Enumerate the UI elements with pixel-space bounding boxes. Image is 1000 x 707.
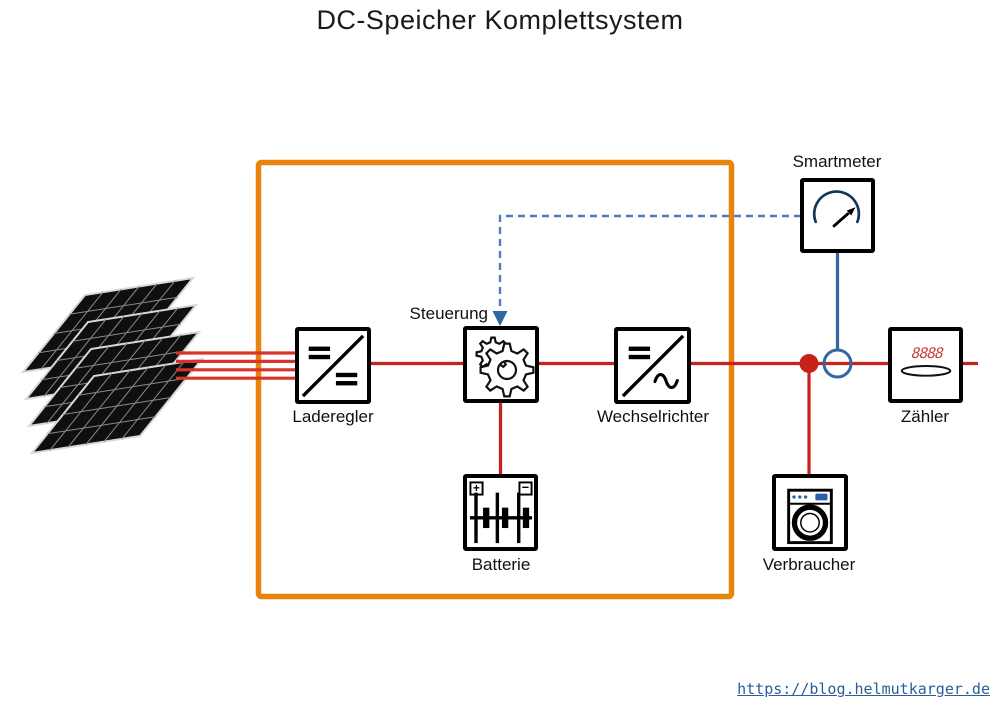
laderegler-label: Laderegler: [292, 407, 374, 426]
dc-dc-converter-icon: [301, 334, 365, 397]
gauge-icon: [812, 189, 860, 228]
steuerung-label: Steuerung: [409, 304, 488, 323]
verbraucher-label: Verbraucher: [762, 555, 856, 574]
zaehler-label: Zähler: [900, 407, 950, 426]
signal-arrowhead-icon: [492, 311, 508, 326]
gears-icon: [475, 336, 535, 397]
dc-ac-inverter-icon: [621, 334, 684, 397]
wechselrichter-label: Wechselrichter: [596, 407, 710, 426]
verbraucher-box: [772, 474, 848, 551]
current-clamp-circle: [822, 348, 853, 379]
battery-minus-sign: −: [521, 480, 528, 494]
steuerung-box: [463, 326, 539, 403]
battery-plus-sign: +: [473, 482, 480, 495]
power-wires: [371, 361, 978, 476]
batterie-label: Batterie: [471, 555, 531, 574]
laderegler-box: [295, 327, 371, 404]
control-signal-dashed-wire: [498, 214, 801, 310]
solar-panels-icon: [23, 278, 202, 453]
meter-display: 8888: [909, 345, 944, 362]
battery-cells-icon: + −: [468, 480, 533, 543]
smartmeter-box: [800, 178, 875, 253]
source-url-link[interactable]: https://blog.helmutkarger.de: [737, 680, 990, 698]
smartmeter-label: Smartmeter: [792, 152, 882, 171]
junction-dot: [799, 354, 819, 373]
washing-machine-icon: [787, 488, 833, 544]
diagram-title: DC-Speicher Komplettsystem: [316, 5, 684, 35]
wechselrichter-box: [614, 327, 691, 404]
pv-string-wires: [176, 351, 296, 380]
big-gear-icon: [479, 342, 535, 397]
batterie-box: + −: [463, 474, 538, 551]
energy-meter-icon: 8888: [900, 345, 951, 377]
zaehler-box: 8888: [888, 327, 963, 403]
